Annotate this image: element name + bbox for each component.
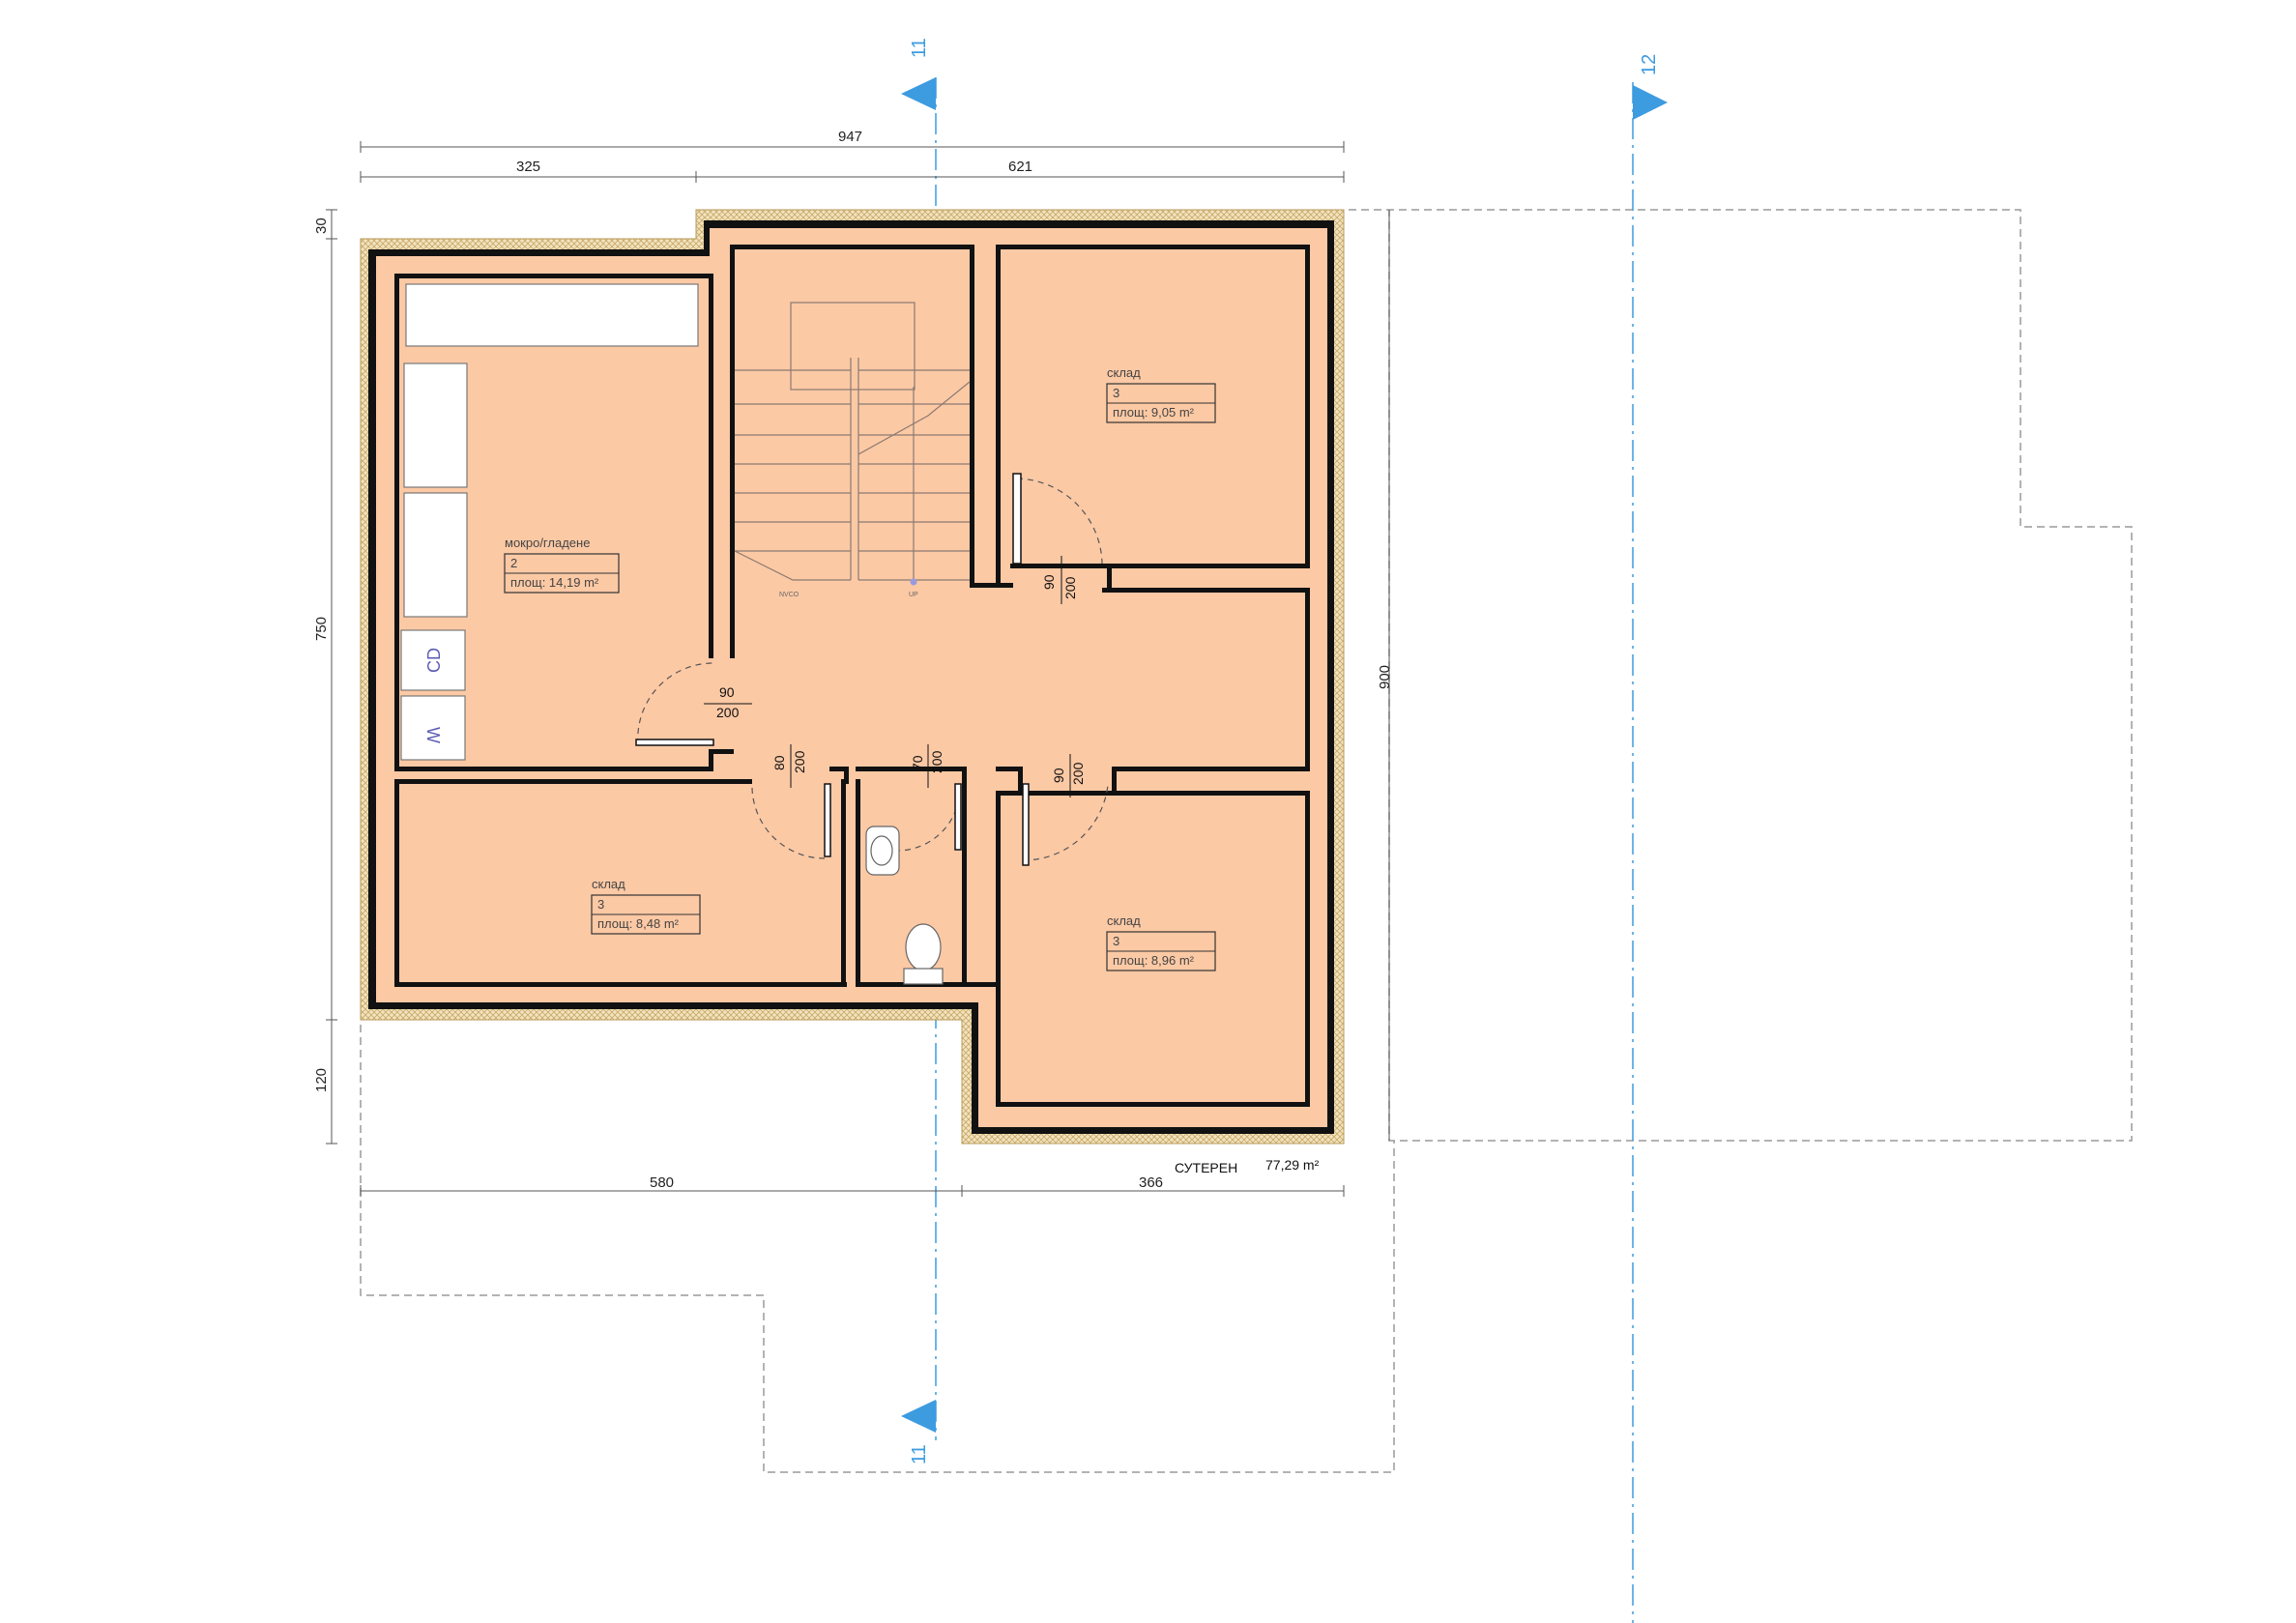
door-storage-left-height: 200 — [792, 750, 807, 773]
dim-bottom-right: 366 — [1139, 1174, 1163, 1191]
door-laundry-height: 200 — [716, 705, 740, 720]
cabinet-upper — [403, 362, 468, 488]
room-tag-storage-bottom-right: склад 3 площ: 8,96 m² — [1106, 913, 1216, 971]
dim-bottom-left: 580 — [650, 1174, 674, 1191]
building-shell — [360, 209, 1345, 1145]
axis-marker-bottom-11 — [901, 1400, 936, 1433]
dryer-label: CD — [424, 648, 444, 673]
room-number: 3 — [1113, 934, 1119, 948]
room-number: 3 — [597, 897, 604, 912]
room-tag-storage-top-right: склад 3 площ: 9,05 m² — [1106, 365, 1216, 423]
room-name: мокро/гладене — [505, 536, 590, 550]
wc-fixtures — [865, 826, 944, 985]
door-storage-left-width: 80 — [771, 755, 787, 770]
axis-marker-top-11 — [901, 77, 936, 110]
toilet-bowl — [905, 923, 942, 971]
washer-label: W — [423, 727, 443, 743]
washer — [400, 695, 466, 761]
stair-end-label: UP — [909, 592, 918, 598]
room-tag-laundry: мокро/гладене 2 площ: 14,19 m² — [504, 536, 620, 594]
dimension-lines — [326, 141, 1390, 1197]
door-wc-width: 70 — [910, 755, 925, 770]
room-number: 2 — [510, 556, 517, 570]
door-wc-height: 200 — [929, 750, 945, 773]
toilet-tank — [903, 968, 944, 985]
cabinet-lower — [403, 492, 468, 618]
counter — [405, 283, 699, 347]
axis-label-bottom-11: 11 — [909, 1444, 930, 1464]
room-name: склад — [1107, 365, 1141, 380]
room-area: площ: 14,19 m² — [510, 575, 599, 590]
room-name: склад — [1107, 913, 1141, 928]
dim-right-segment: 621 — [1008, 159, 1032, 175]
interior-walls — [394, 245, 1310, 1107]
dim-bottom-offset: 120 — [313, 1068, 330, 1092]
door-leaves — [635, 473, 1030, 866]
dim-left-segment: 325 — [516, 159, 540, 175]
interior-slab — [376, 228, 1327, 1127]
room-area: площ: 8,96 m² — [1113, 953, 1195, 968]
room-name: склад — [592, 877, 625, 891]
stair-start-label: NVCO — [779, 592, 799, 598]
axis-label-top-12: 12 — [1639, 54, 1660, 75]
room-number: 3 — [1113, 386, 1119, 400]
dim-right-height: 900 — [1377, 665, 1393, 689]
dim-overall-width: 947 — [838, 129, 862, 145]
axis-marker-top-12 — [1633, 85, 1668, 120]
floor-area: 77,29 m² — [1265, 1157, 1320, 1173]
stair-start-marker — [910, 578, 917, 586]
axis-label-top-11: 11 — [909, 38, 930, 58]
dim-top-wall: 30 — [313, 217, 330, 234]
door-storage-top-height: 200 — [1062, 576, 1078, 599]
door-laundry-width: 90 — [719, 684, 735, 700]
room-area: площ: 9,05 m² — [1113, 405, 1195, 420]
dim-left-height: 750 — [313, 617, 330, 641]
room-area: площ: 8,48 m² — [597, 916, 680, 931]
dryer — [400, 629, 466, 691]
axis-markers: 11 12 11 — [901, 38, 1668, 1464]
door-storage-right-height: 200 — [1070, 762, 1086, 785]
room-tag-storage-bottom-left: склад 3 площ: 8,48 m² — [591, 877, 701, 935]
door-storage-right-width: 90 — [1051, 768, 1066, 783]
laundry-furniture — [400, 283, 699, 761]
floor-name: СУТЕРЕН — [1175, 1160, 1237, 1175]
door-labels: 90 200 90 200 80 200 70 200 90 200 — [704, 556, 1086, 797]
door-storage-top-width: 90 — [1041, 574, 1057, 590]
staircase — [734, 302, 971, 581]
